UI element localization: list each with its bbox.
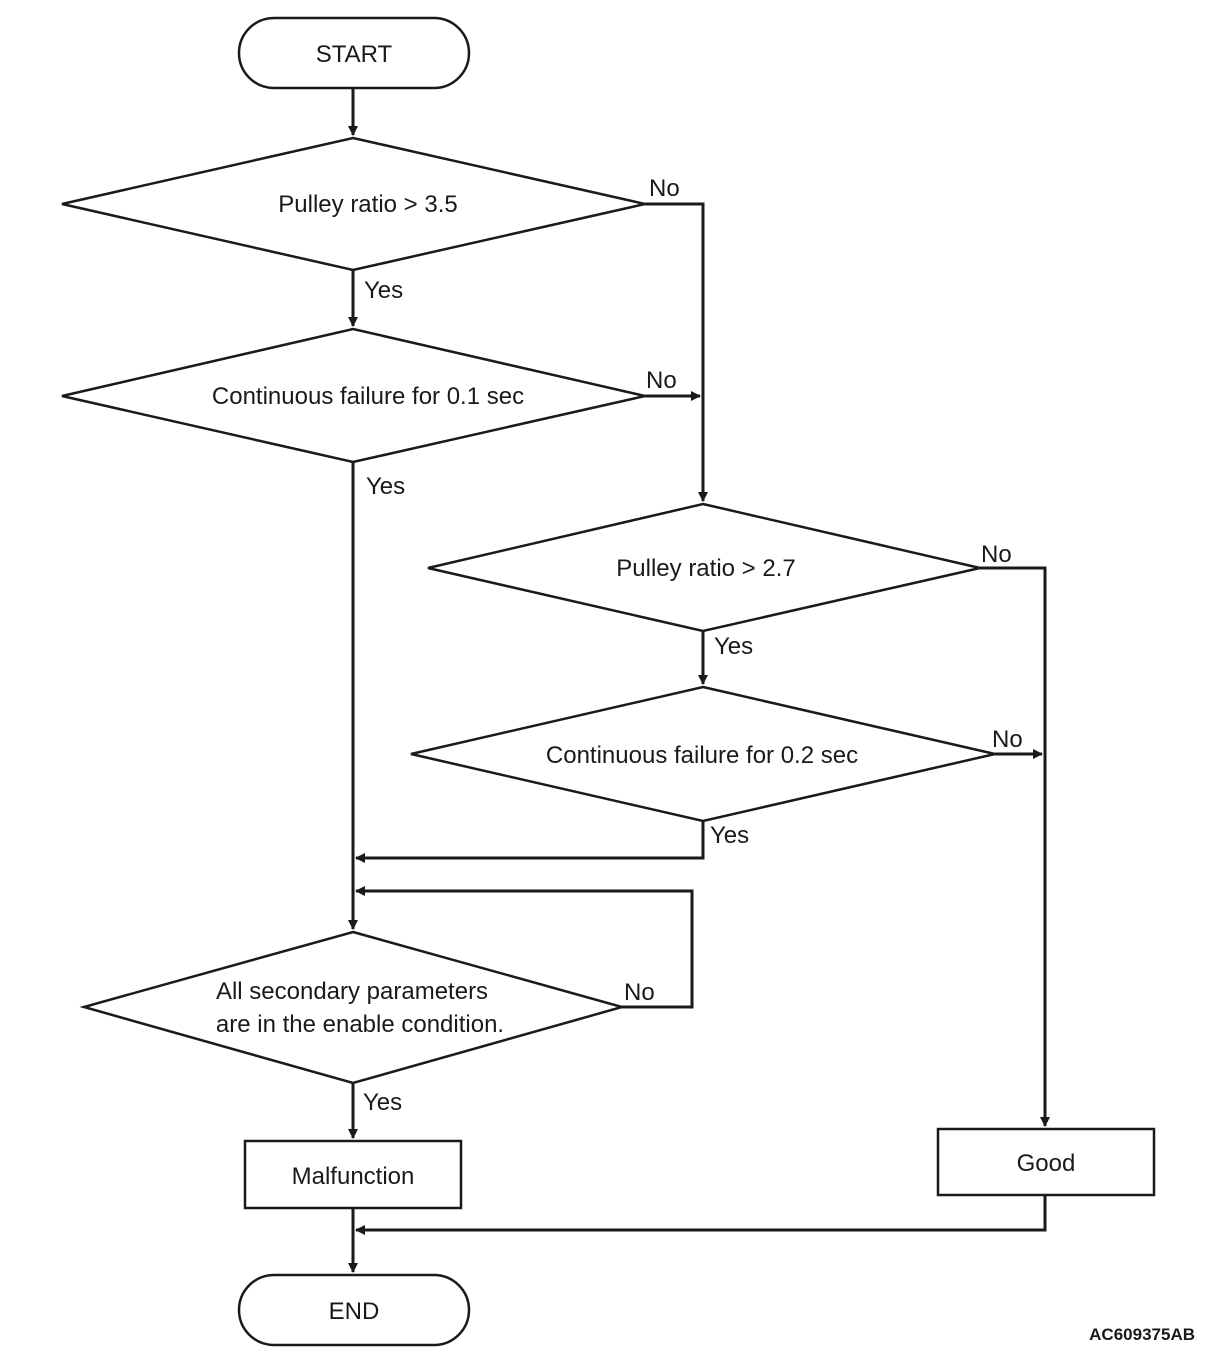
decision1-no-label: No (649, 175, 680, 202)
decision5-diamond (79, 930, 627, 1085)
decision5-label-line1: All secondary parameters (216, 978, 488, 1005)
decision-pulley-ratio-2-7: Pulley ratio > 2.7 (427, 502, 981, 633)
decision4-no-label: No (992, 726, 1023, 753)
edge-decision1-no (645, 202, 708, 502)
start-node: START (237, 16, 471, 90)
decision3-diamond (427, 502, 981, 633)
decision4-label: Continuous failure for 0.2 sec (546, 742, 858, 769)
malfunction-node: Malfunction (243, 1139, 463, 1210)
edge-decision5-no (355, 886, 694, 1009)
decision5-label-line2: are in the enable condition. (216, 1011, 504, 1038)
end-node: END (237, 1273, 471, 1347)
connectors (348, 88, 1050, 1273)
edge-labels: No Yes No Yes No Yes No Yes No Yes (363, 175, 1023, 1116)
decision1-yes-label: Yes (364, 277, 403, 304)
decision5-yes-label: Yes (363, 1089, 402, 1116)
decision-continuous-failure-0-1: Continuous failure for 0.1 sec (61, 327, 646, 464)
decision2-diamond (61, 327, 646, 464)
figure-code: AC609375AB (1089, 1325, 1195, 1344)
decision-secondary-parameters: All secondary parameters are in the enab… (79, 930, 627, 1085)
end-terminal-shape (237, 1273, 471, 1347)
decision3-label: Pulley ratio > 2.7 (616, 555, 795, 582)
decision1-label: Pulley ratio > 3.5 (278, 191, 457, 218)
malfunction-box (243, 1139, 463, 1210)
decision2-label: Continuous failure for 0.1 sec (212, 383, 524, 410)
decision2-yes-label: Yes (366, 473, 405, 500)
start-label: START (316, 41, 393, 68)
good-box (936, 1127, 1156, 1197)
decision5-no-label: No (624, 979, 655, 1006)
malfunction-label: Malfunction (292, 1163, 415, 1190)
start-terminal-shape (237, 16, 471, 90)
decision4-yes-label: Yes (710, 822, 749, 849)
decision2-no-label: No (646, 367, 677, 394)
decision4-diamond (410, 685, 996, 823)
decision3-yes-label: Yes (714, 633, 753, 660)
decision1-diamond (61, 136, 646, 272)
good-node: Good (936, 1127, 1156, 1197)
decision-pulley-ratio-3-5: Pulley ratio > 3.5 (61, 136, 646, 272)
edge-decision4-yes (355, 821, 705, 863)
end-label: END (329, 1298, 380, 1325)
decision3-no-label: No (981, 541, 1012, 568)
decision-continuous-failure-0-2: Continuous failure for 0.2 sec (410, 685, 996, 823)
edge-good-to-merge (355, 1195, 1047, 1235)
good-label: Good (1017, 1150, 1076, 1177)
edge-decision3-no (980, 566, 1050, 1127)
